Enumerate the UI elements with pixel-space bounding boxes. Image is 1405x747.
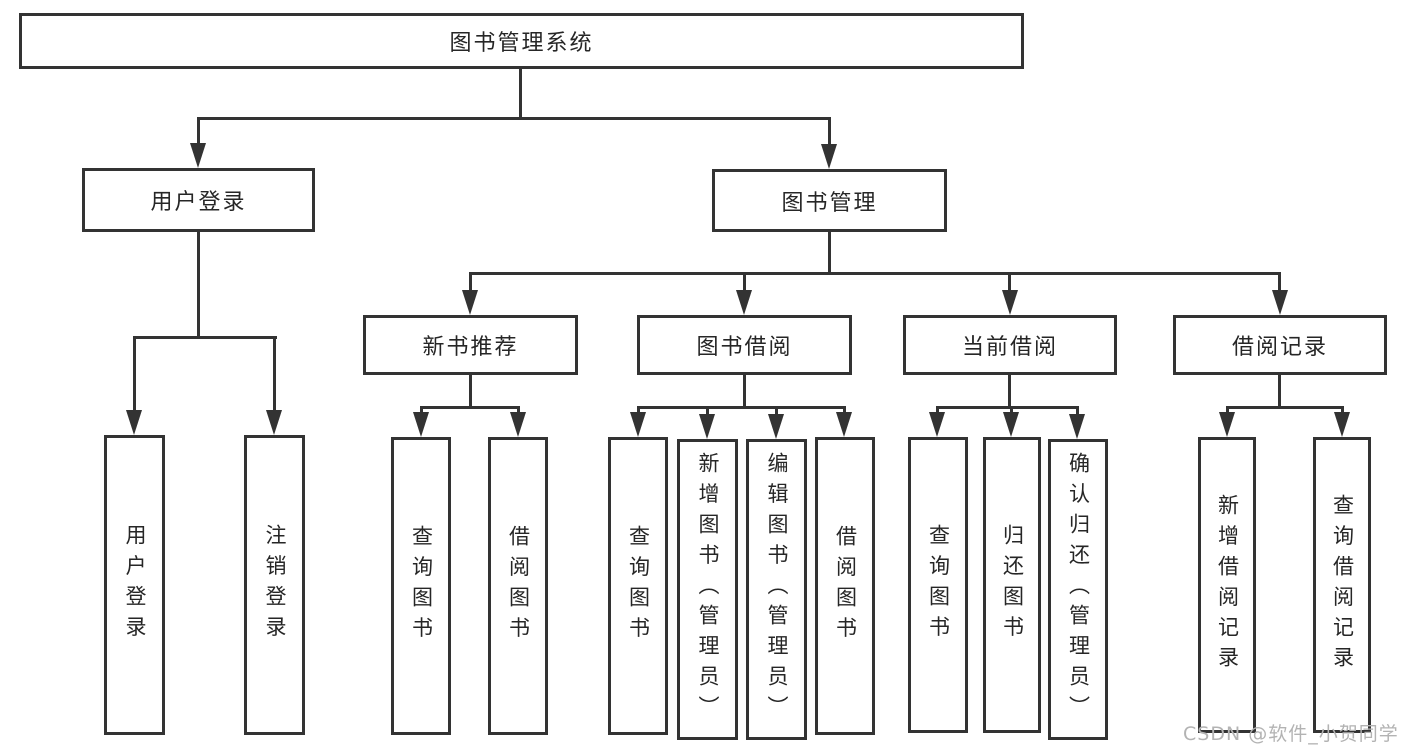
node-logout-label: 注销登录: [263, 524, 287, 646]
node-confirm-return-admin: 确认归还（管理员）: [1048, 439, 1108, 740]
connector-book-borrow-stem: [743, 272, 746, 292]
arrow-down-icon: [699, 414, 715, 439]
arrow-down-icon: [1069, 414, 1085, 439]
node-add-books-admin-label: 新增图书（管理员）: [696, 452, 720, 727]
arrow-down-icon: [630, 412, 646, 437]
node-query-books-b-label: 查询图书: [409, 525, 434, 647]
connector-b2-stem: [517, 406, 520, 416]
arrow-down-icon: [413, 412, 429, 437]
node-book-mgmt-label: 图书管理: [781, 190, 878, 216]
node-query-books-c-label: 查询图书: [626, 525, 651, 647]
connector-groupE-bus: [1226, 406, 1344, 409]
connector-user-login-stem: [197, 117, 200, 145]
node-borrow-record: 借阅记录: [1173, 315, 1387, 375]
connector-groupA-bus: [133, 336, 277, 339]
node-borrow-record-label: 借阅记录: [1231, 335, 1328, 360]
arrow-down-icon: [266, 410, 282, 435]
connector-b1-stem: [420, 406, 423, 416]
arrow-down-icon: [768, 414, 784, 439]
node-query-borrow-record: 查询借阅记录: [1313, 437, 1371, 733]
node-book-borrow-label: 图书借阅: [696, 335, 793, 360]
node-book-mgmt: 图书管理: [712, 169, 947, 232]
node-current-borrow: 当前借阅: [903, 315, 1117, 375]
connector-level2-bus: [197, 117, 831, 120]
node-query-borrow-record-label: 查询借阅记录: [1330, 493, 1355, 677]
arrow-down-icon: [736, 290, 752, 315]
connector-groupC-bus: [637, 406, 846, 409]
connector-root-stem: [519, 69, 522, 117]
arrow-down-icon: [1272, 290, 1288, 315]
connector-c3-stem: [775, 406, 778, 416]
node-edit-books-admin: 编辑图书（管理员）: [746, 439, 807, 740]
node-new-book-rec: 新书推荐: [363, 315, 578, 375]
connector-book-mgmt-stem: [828, 117, 831, 145]
node-edit-books-admin-label: 编辑图书（管理员）: [765, 452, 789, 727]
connector-d2-stem: [1010, 406, 1013, 416]
node-new-book-rec-label: 新书推荐: [422, 335, 519, 360]
node-query-books-b: 查询图书: [391, 437, 451, 735]
connector-book-borrow-down: [743, 375, 746, 409]
connector-groupD-bus: [936, 406, 1079, 409]
connector-d1-stem: [936, 406, 939, 416]
connector-e1-stem: [1226, 406, 1229, 416]
arrow-down-icon: [929, 412, 945, 437]
node-add-books-admin: 新增图书（管理员）: [677, 439, 738, 740]
arrow-down-icon: [1003, 412, 1019, 437]
connector-c4-stem: [843, 406, 846, 416]
connector-borrow-record-down: [1278, 375, 1281, 409]
arrow-down-icon: [1219, 412, 1235, 437]
arrow-down-icon: [836, 412, 852, 437]
csdn-watermark: CSDN @软件_小贺同学: [1183, 723, 1399, 745]
node-root-label: 图书管理系统: [449, 31, 594, 56]
connector-current-borrow-down: [1008, 375, 1011, 409]
arrow-down-icon: [1002, 290, 1018, 315]
connector-d3-stem: [1076, 406, 1079, 416]
node-logout: 注销登录: [244, 435, 305, 735]
node-user-login-leaf: 用户登录: [104, 435, 165, 735]
node-add-borrow-record-label: 新增借阅记录: [1215, 493, 1240, 677]
node-return-books-label: 归还图书: [1000, 524, 1025, 646]
node-confirm-return-admin-label: 确认归还（管理员）: [1066, 452, 1091, 727]
node-book-borrow: 图书借阅: [637, 315, 852, 375]
node-query-books-d: 查询图书: [908, 437, 968, 733]
connector-e2-stem: [1341, 406, 1344, 416]
node-user-login: 用户登录: [82, 168, 315, 232]
connector-groupB-bus: [420, 406, 520, 409]
node-borrow-books-b: 借阅图书: [488, 437, 548, 735]
connector-book-mgmt-down: [828, 232, 831, 274]
node-borrow-books-c: 借阅图书: [815, 437, 875, 735]
connector-a1-stem: [133, 336, 136, 412]
node-user-login-label: 用户登录: [150, 190, 247, 215]
node-add-borrow-record: 新增借阅记录: [1198, 437, 1256, 733]
connector-c1-stem: [637, 406, 640, 416]
arrow-down-icon: [190, 143, 206, 168]
arrow-down-icon: [821, 144, 837, 169]
connector-a2-stem: [273, 336, 276, 412]
connector-c2-stem: [706, 406, 709, 416]
node-query-books-d-label: 查询图书: [926, 524, 951, 646]
connector-level3-bus: [469, 272, 1281, 275]
connector-borrow-record-stem: [1278, 272, 1281, 292]
arrow-down-icon: [1334, 412, 1350, 437]
connector-current-borrow-stem: [1008, 272, 1011, 292]
connector-new-book-rec-down: [469, 375, 472, 409]
node-root: 图书管理系统: [19, 13, 1024, 69]
node-current-borrow-label: 当前借阅: [961, 335, 1058, 360]
arrow-down-icon: [126, 410, 142, 435]
node-user-login-leaf-label: 用户登录: [123, 524, 147, 646]
connector-user-login-down: [197, 232, 200, 339]
connector-new-book-rec-stem: [469, 272, 472, 292]
arrow-down-icon: [510, 412, 526, 437]
node-query-books-c: 查询图书: [608, 437, 668, 735]
arrow-down-icon: [462, 290, 478, 315]
node-borrow-books-c-label: 借阅图书: [833, 525, 858, 647]
node-return-books: 归还图书: [983, 437, 1041, 733]
node-borrow-books-b-label: 借阅图书: [506, 525, 531, 647]
